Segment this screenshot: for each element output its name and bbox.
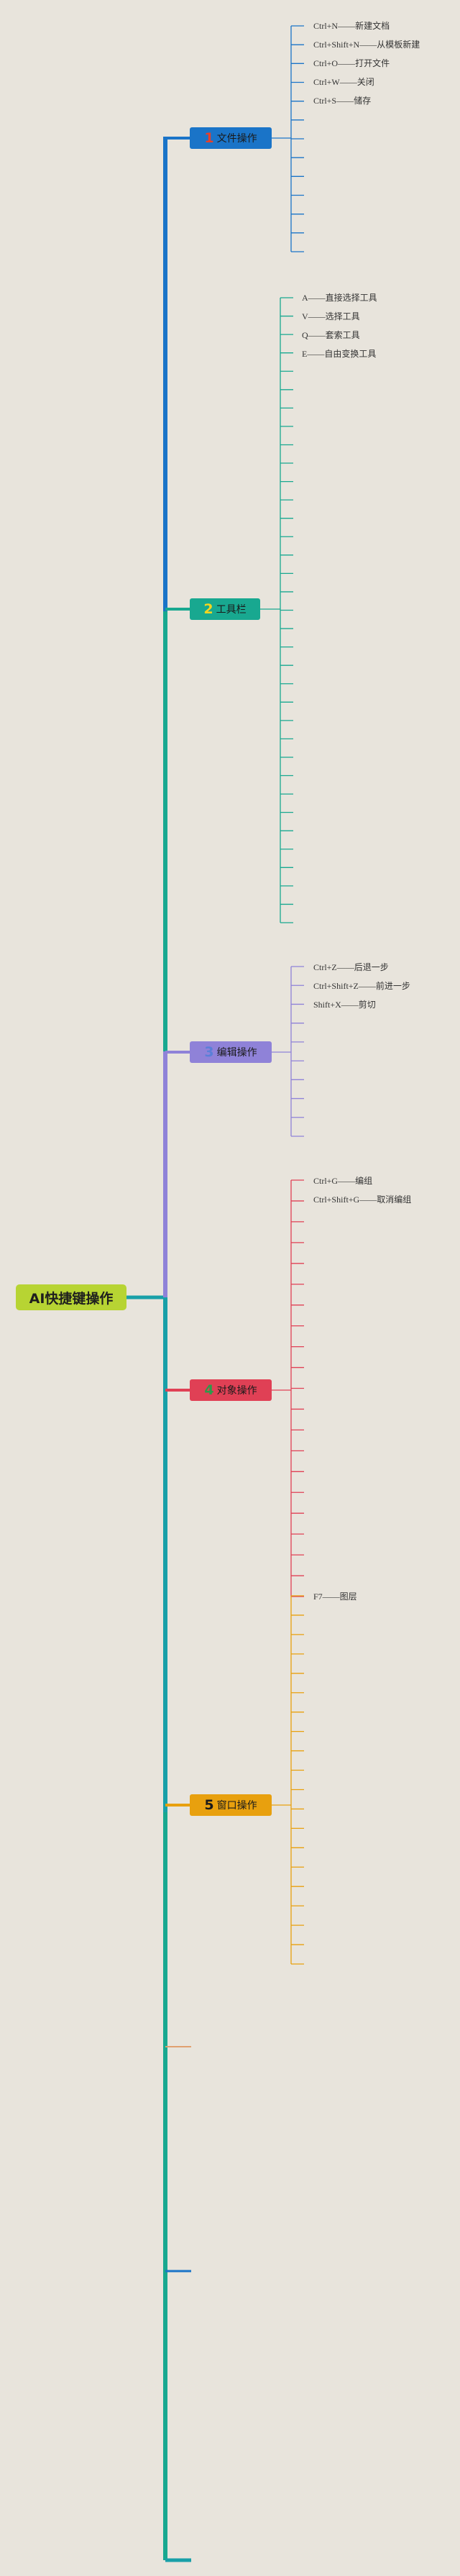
branch-node-object[interactable]: 4 对象操作 [190,1379,272,1401]
shortcut-item: Ctrl+Shift+G——取消编组 [313,1195,412,1205]
branch-node-toolbar[interactable]: 2 工具栏 [190,598,260,620]
shortcut-item: V——选择工具 [302,311,360,321]
shortcut-item: Ctrl+O——打开文件 [313,58,390,68]
shortcut-item: Ctrl+W——关闭 [313,77,374,87]
shortcut-item: F7——图层 [313,1591,357,1602]
branch-number: 3 [204,1044,214,1060]
branch-number: 4 [204,1382,214,1398]
root-label: AI快捷键操作 [29,1290,114,1307]
branch-number: 2 [203,601,213,617]
shortcut-item: Ctrl+Z——后退一步 [313,962,389,972]
branch-node-file[interactable]: 1 文件操作 [190,127,272,149]
shortcut-item: Q——套索工具 [302,330,360,340]
branch-label: 工具栏 [216,604,247,616]
shortcut-item: Shift+X——剪切 [313,1000,376,1010]
shortcut-item: Ctrl+N——新建文档 [313,21,390,31]
shortcut-item: A——直接选择工具 [302,293,377,303]
branch-node-edit[interactable]: 3 编辑操作 [190,1041,272,1063]
branch-label: 编辑操作 [216,1047,257,1059]
root-node[interactable]: AI快捷键操作 [16,1284,126,1310]
branch-label: 对象操作 [216,1385,257,1397]
shortcut-item: E——自由变换工具 [302,349,377,359]
branch-label: 窗口操作 [216,1800,257,1812]
branch-label: 文件操作 [216,133,257,145]
shortcut-item: Ctrl+Shift+N——从模板新建 [313,40,420,50]
shortcut-item: Ctrl+S——储存 [313,96,372,106]
branch-node-window[interactable]: 5 窗口操作 [190,1794,272,1816]
shortcut-item: Ctrl+G——编组 [313,1176,373,1186]
shortcut-item: Ctrl+Shift+Z——前进一步 [313,981,410,991]
branch-number: 1 [204,130,214,146]
branch-number: 5 [204,1797,214,1813]
